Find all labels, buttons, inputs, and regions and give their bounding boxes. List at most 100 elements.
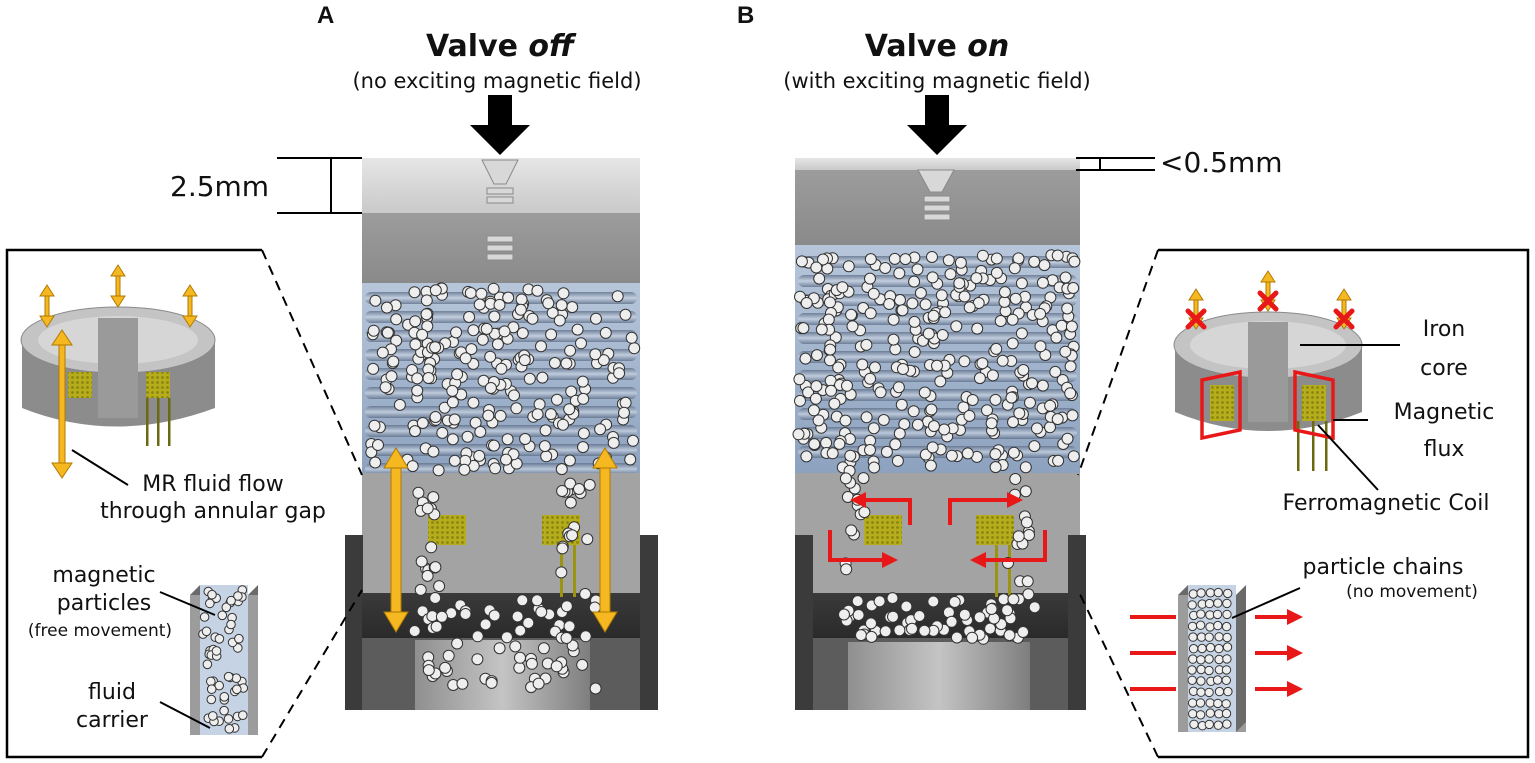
- particle: [948, 596, 961, 608]
- particle: [989, 448, 1002, 461]
- particle: [958, 290, 971, 303]
- particle: [1065, 320, 1078, 333]
- particle: [583, 478, 596, 491]
- particle: [429, 341, 442, 354]
- particle: [1031, 422, 1043, 435]
- particle: [1212, 609, 1223, 620]
- particle: [1036, 379, 1049, 392]
- particle: [544, 408, 557, 421]
- particle: [1205, 698, 1215, 708]
- particle: [1221, 665, 1232, 675]
- particle: [851, 595, 864, 608]
- particle: [792, 428, 805, 441]
- particle: [934, 375, 947, 388]
- panel-a-subtitle: (no exciting magnetic field): [352, 69, 642, 93]
- particle: [1049, 365, 1062, 378]
- particle: [217, 610, 228, 621]
- particle: [223, 671, 234, 682]
- particle: [557, 287, 570, 300]
- particle: [226, 595, 236, 606]
- particle: [556, 485, 569, 497]
- fluid-slab-a: [190, 585, 258, 735]
- particle: [864, 372, 877, 385]
- particle: [998, 286, 1011, 299]
- fluid-slab-b: [1178, 585, 1246, 732]
- particle: [390, 313, 403, 326]
- particle: [1196, 609, 1206, 619]
- particle: [488, 609, 501, 622]
- particle: [795, 255, 808, 268]
- particle: [480, 322, 493, 335]
- particle: [888, 252, 901, 265]
- particle: [1034, 340, 1047, 353]
- particle: [1204, 665, 1214, 676]
- particle: [879, 625, 892, 638]
- particle: [1059, 271, 1072, 284]
- particle: [199, 612, 210, 622]
- particle: [990, 252, 1003, 265]
- particle: [545, 328, 558, 341]
- iron-core-line2: core: [1420, 356, 1468, 381]
- particle: [611, 290, 624, 303]
- particle: [911, 263, 924, 276]
- particle: [416, 328, 429, 341]
- particle: [368, 419, 381, 432]
- particle: [1196, 588, 1206, 598]
- coil-b-right: [976, 515, 1014, 545]
- particle: [387, 355, 400, 368]
- particle: [895, 398, 908, 411]
- particle: [427, 491, 440, 504]
- particle: [430, 620, 443, 633]
- particle: [540, 450, 553, 463]
- particle: [411, 384, 424, 397]
- particle: [989, 393, 1002, 406]
- panel-a-title: Valve off: [426, 30, 574, 63]
- particle: [555, 299, 568, 312]
- particle: [1007, 416, 1019, 429]
- particle: [1061, 302, 1074, 315]
- particle: [908, 346, 921, 358]
- particle: [1067, 450, 1080, 463]
- particle: [935, 289, 948, 302]
- particle: [501, 433, 514, 446]
- particle: [824, 343, 837, 356]
- particle: [459, 352, 472, 365]
- particle: [1044, 399, 1057, 412]
- particle: [484, 350, 497, 363]
- particle: [907, 405, 920, 418]
- bellows-ring: [365, 425, 637, 437]
- particle: [369, 456, 382, 469]
- particle: [476, 333, 489, 346]
- particle: [800, 297, 813, 309]
- particle: [211, 646, 222, 656]
- flux-arrows-b: [828, 492, 1047, 568]
- particle: [1195, 710, 1206, 720]
- particle: [548, 357, 561, 369]
- particle: [887, 610, 899, 623]
- panel-a-title-prefix: Valve: [425, 29, 529, 64]
- particle: [367, 362, 380, 375]
- dimension-label-b: <0.5mm: [1160, 146, 1283, 179]
- particle: [475, 287, 488, 300]
- particle: [1006, 337, 1019, 350]
- particle: [856, 358, 869, 371]
- particle: [1214, 643, 1224, 654]
- particle: [865, 617, 877, 630]
- particle: [1214, 632, 1224, 642]
- particle: [493, 642, 506, 655]
- panel-b-title-state: on: [967, 29, 1010, 64]
- particle: [427, 445, 440, 458]
- particle: [502, 291, 515, 304]
- particle: [1221, 621, 1232, 632]
- particle: [493, 298, 506, 311]
- particle: [599, 326, 612, 339]
- particle: [467, 324, 480, 337]
- valve-b-body: [792, 95, 1155, 710]
- particle: [984, 622, 997, 635]
- particle: [422, 372, 435, 384]
- particle: [448, 413, 461, 426]
- particle: [925, 403, 938, 416]
- particle: [1214, 686, 1225, 697]
- blocked-x-icons: [1185, 290, 1355, 330]
- particle: [421, 569, 434, 582]
